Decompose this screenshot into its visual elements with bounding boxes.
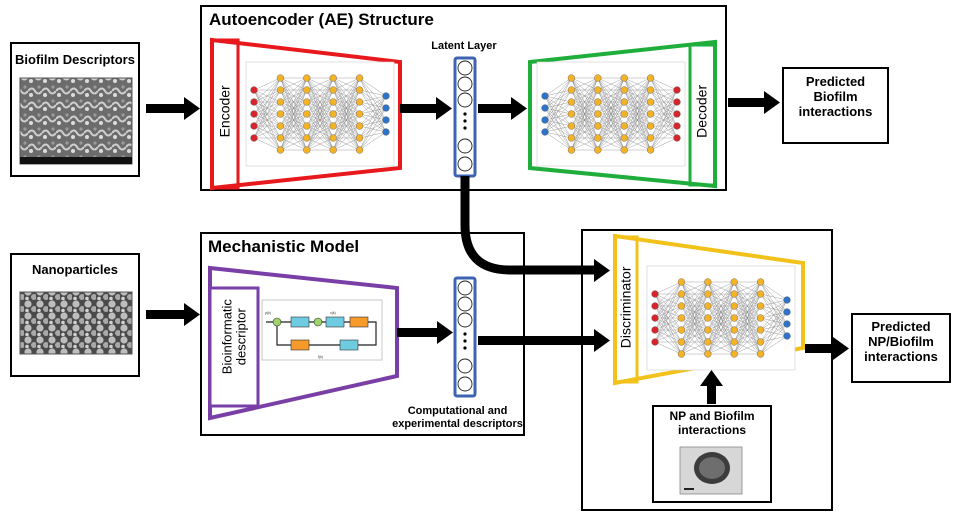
- predicted-biofilm-line1: Predicted: [805, 74, 866, 89]
- predicted-np-line3: interactions: [864, 348, 938, 364]
- interactions-label: NP and Biofilm interactions: [652, 409, 772, 438]
- interactions-line2: interactions: [677, 422, 746, 437]
- bioinformatic-line2: descriptor: [233, 308, 248, 366]
- predicted-np-box: [851, 313, 951, 383]
- interactions-line1: NP and Biofilm: [669, 409, 755, 423]
- decoder-label: Decoder: [693, 84, 710, 138]
- descriptors-caption-line2: experimental descriptors: [392, 417, 523, 430]
- autoencoder-panel: [200, 5, 727, 191]
- nanoparticles-label: Nanoparticles: [32, 262, 118, 277]
- predicted-biofilm-line3: interactions: [798, 103, 873, 119]
- predicted-np-label: Predicted NP/Biofilm interactions: [851, 319, 951, 365]
- predicted-np-line2: NP/Biofilm: [868, 333, 934, 349]
- bioinformatic-descriptor-label: Bioinformatic descriptor: [219, 287, 248, 387]
- encoder-label: Encoder: [216, 85, 233, 138]
- predicted-biofilm-label: Predicted Biofilm interactions: [782, 74, 889, 120]
- predicted-biofilm-line2: Biofilm: [813, 88, 858, 104]
- descriptors-caption-line1: Computational and: [407, 405, 508, 417]
- predicted-biofilm-box: [782, 67, 889, 144]
- latent-layer-label: Latent Layer: [431, 40, 497, 52]
- mechanistic-title: Mechanistic Model: [208, 237, 360, 256]
- descriptors-caption: Computational and experimental descripto…: [390, 405, 525, 430]
- predicted-np-line1: Predicted: [871, 319, 931, 334]
- bioinformatic-line1: Bioinformatic: [219, 299, 235, 375]
- discriminator-label: Discriminator: [617, 266, 634, 349]
- autoencoder-title: Autoencoder (AE) Structure: [209, 10, 434, 29]
- biofilm-descriptors-label: Biofilm Descriptors: [15, 52, 135, 67]
